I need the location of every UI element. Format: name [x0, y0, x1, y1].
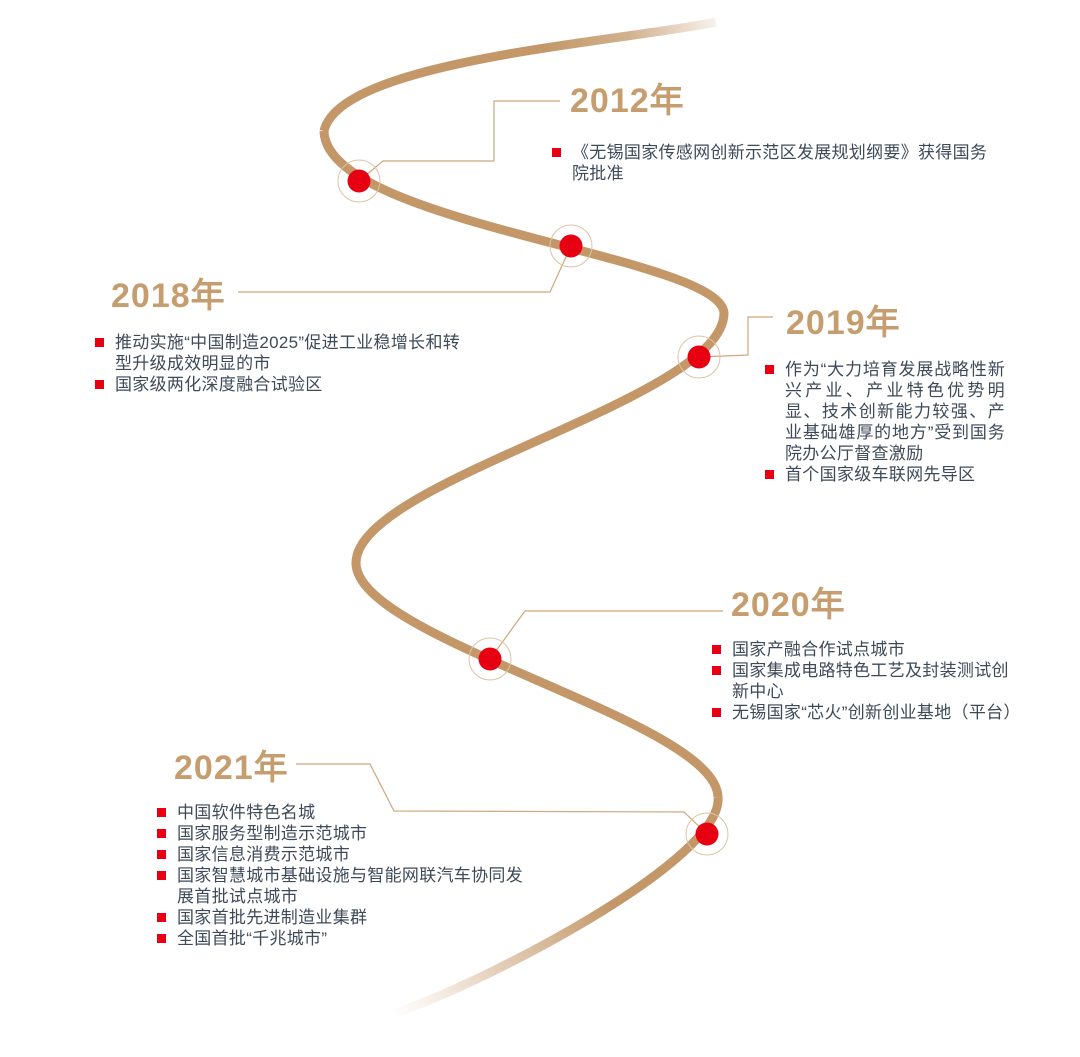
connector-2019	[698, 316, 773, 358]
milestone-2019-items: 作为“大力培育发展战略性新兴产业、产业特色优势明显、技术创新能力较强、产业基础雄…	[765, 359, 1005, 485]
list-item: 国家信息消费示范城市	[157, 844, 529, 865]
year-label-2021: 2021年	[174, 749, 289, 787]
list-item: 国家产融合作试点城市	[712, 639, 1014, 660]
list-item: 国家级两化深度融合试验区	[95, 374, 467, 395]
list-item: 国家集成电路特色工艺及封装测试创新中心	[712, 660, 1014, 702]
list-item: 推动实施“中国制造2025”促进工业稳增长和转型升级成效明显的市	[95, 332, 467, 374]
timeline-curve-main	[319, 130, 729, 798]
year-label-2019: 2019年	[786, 304, 901, 342]
marker-dot-2012	[347, 169, 371, 193]
marker-ring-2021	[685, 812, 729, 856]
list-item: 中国软件特色名城	[157, 802, 529, 823]
milestone-2021-items: 中国软件特色名城 国家服务型制造示范城市 国家信息消费示范城市 国家智慧城市基础…	[157, 802, 529, 949]
milestone-2012-items: 《无锡国家传感网创新示范区发展规划纲要》获得国务院批准	[552, 142, 1000, 184]
marker-dot-2021	[695, 822, 719, 846]
list-item: 作为“大力培育发展战略性新兴产业、产业特色优势明显、技术创新能力较强、产业基础雄…	[765, 359, 1005, 464]
milestone-2020-items: 国家产融合作试点城市 国家集成电路特色工艺及封装测试创新中心 无锡国家“芯火”创…	[712, 639, 1020, 723]
timeline-curve-tip	[319, 17, 717, 133]
year-label-2012: 2012年	[570, 82, 685, 120]
marker-ring-2012	[337, 159, 381, 203]
marker-ring-2019	[677, 335, 721, 379]
marker-ring-2020	[468, 637, 512, 681]
marker-dot-2019	[687, 345, 711, 369]
marker-dot-2020	[478, 647, 502, 671]
year-label-2018: 2018年	[111, 277, 226, 315]
marker-dot-2018	[559, 234, 583, 258]
connector-2012	[358, 100, 560, 182]
connector-2018	[238, 245, 572, 293]
list-item: 无锡国家“芯火”创新创业基地（平台）	[712, 702, 1020, 723]
list-item: 国家首批先进制造业集群	[157, 907, 529, 928]
list-item: 全国首批“千兆城市”	[157, 928, 529, 949]
list-item: 国家智慧城市基础设施与智能网联汽车协同发展首批试点城市	[157, 865, 529, 907]
milestone-2018-items: 推动实施“中国制造2025”促进工业稳增长和转型升级成效明显的市 国家级两化深度…	[95, 332, 467, 395]
connector-2020	[489, 610, 723, 660]
marker-ring-2018	[549, 224, 593, 268]
list-item: 首个国家级车联网先导区	[765, 464, 1005, 485]
list-item: 国家服务型制造示范城市	[157, 823, 529, 844]
list-item: 《无锡国家传感网创新示范区发展规划纲要》获得国务院批准	[552, 142, 1000, 184]
year-label-2020: 2020年	[731, 586, 846, 624]
